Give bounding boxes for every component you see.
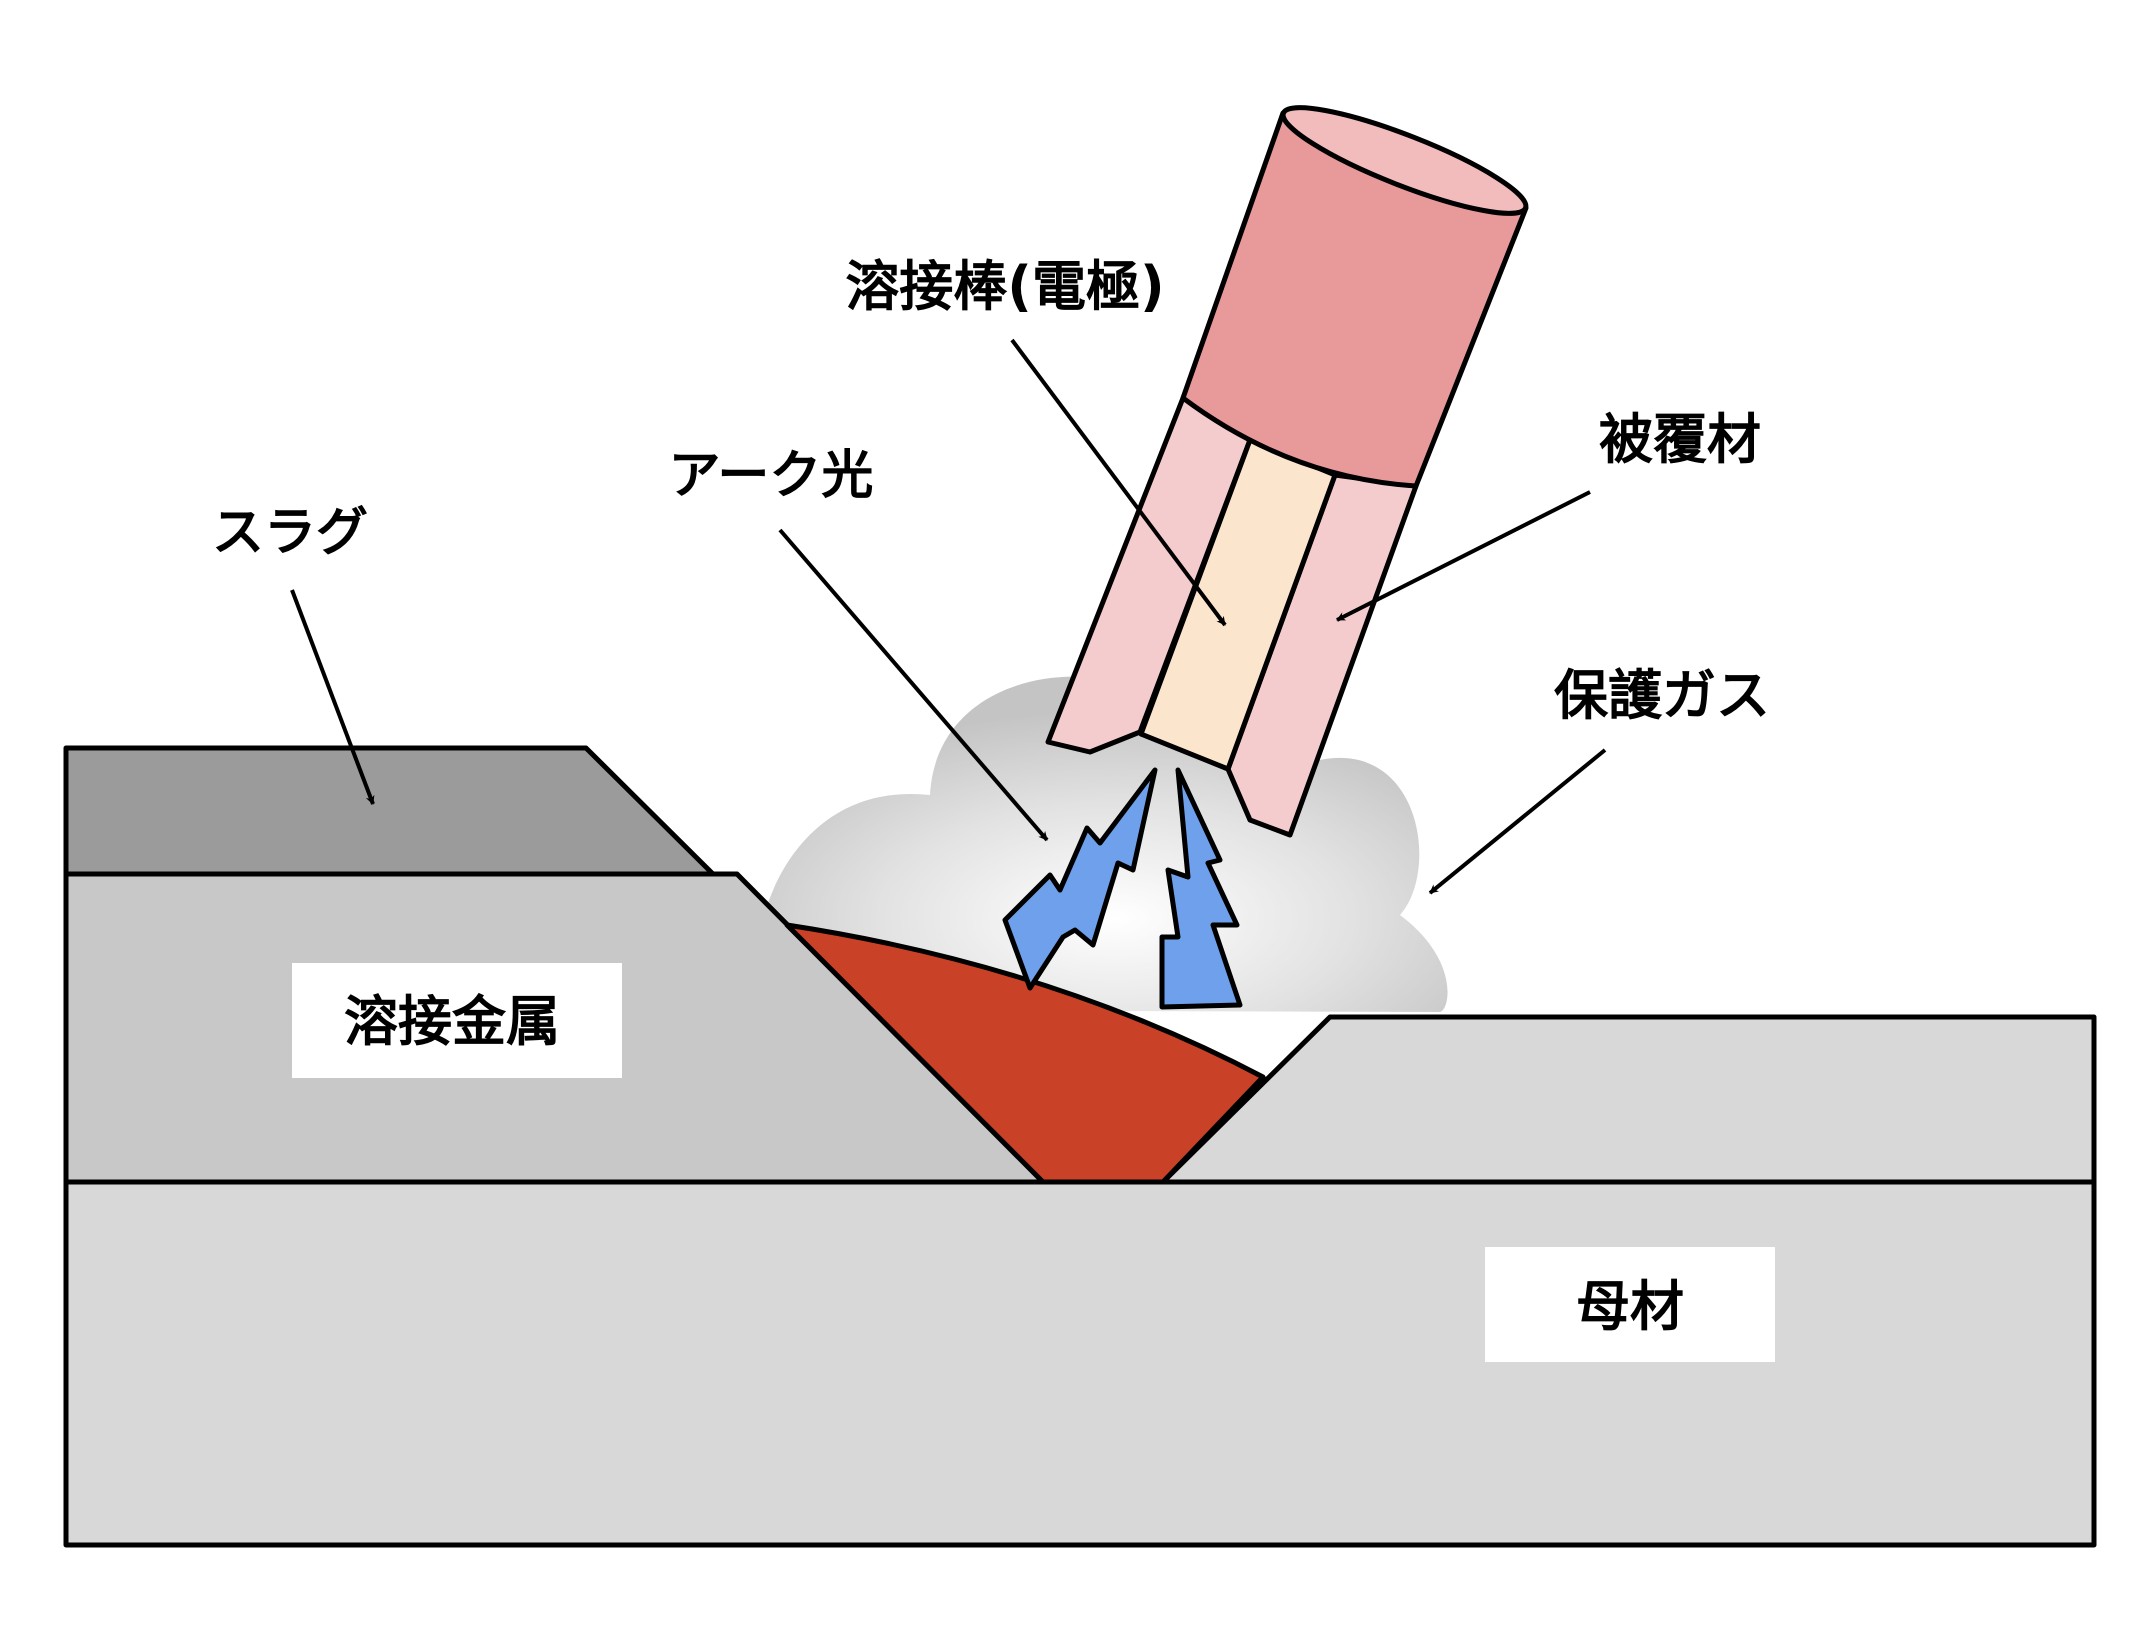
arrow-arc-light (778, 528, 1049, 842)
arc-light (1002, 767, 1243, 1010)
electrode-holder (1180, 110, 1529, 489)
arrow-shielding-gas (1428, 748, 1607, 895)
base-metal-label: 母材 (1576, 1275, 1684, 1338)
arrow-slag (290, 589, 375, 805)
annotation-arrows (290, 338, 1607, 895)
shielding-gas-label: 保護ガス (1554, 664, 1770, 727)
weld-pool (784, 922, 1266, 1185)
base-metal-label-box (1485, 1247, 1775, 1362)
slag-layer (63, 745, 716, 877)
electrode-label: 溶接棒(電極) (845, 255, 1164, 318)
flux-coating-label: 被覆材 (1599, 408, 1761, 471)
base-metal-right-plate (1160, 1014, 2097, 1185)
weld-metal-label-box (292, 963, 622, 1078)
base-metal-bottom (63, 1179, 2097, 1548)
electrode-assembly (1045, 105, 1529, 838)
arrow-flux-coating (1336, 490, 1591, 622)
arc-light-label: アーク光 (669, 446, 874, 506)
slag-label: スラグ (212, 503, 368, 563)
weld-metal-label: 溶接金属 (344, 990, 560, 1053)
arrow-electrode (1010, 338, 1227, 627)
lightning-bolt-icon (1159, 767, 1243, 1010)
electrode-holder-top (1280, 105, 1529, 216)
lightning-bolt-icon (1002, 767, 1158, 991)
